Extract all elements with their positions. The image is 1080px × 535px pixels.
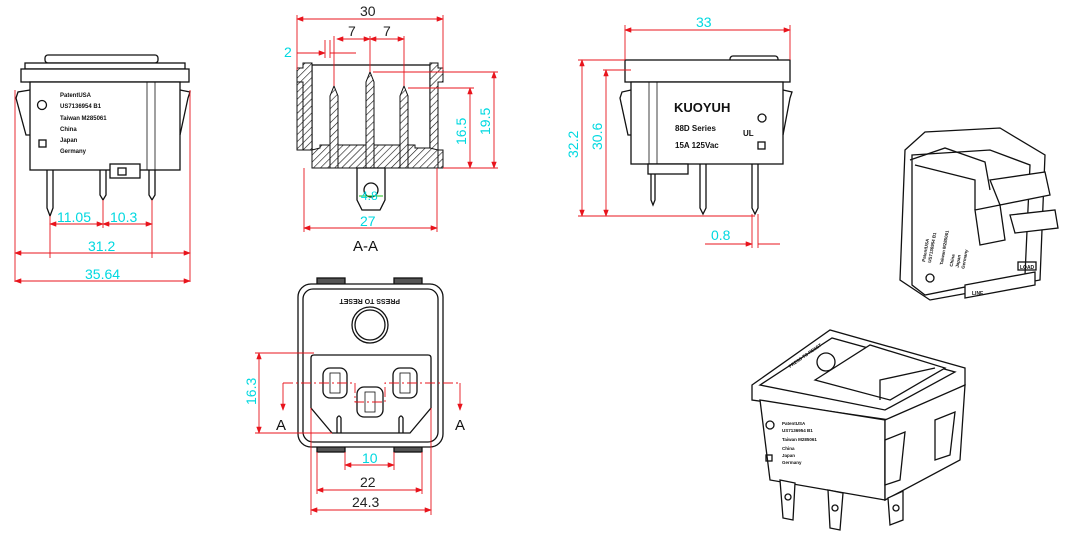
label-line: Japan	[955, 254, 962, 268]
top-flange	[24, 62, 186, 70]
iso-front-view: PRESS TO RESET PatentUSA US7136954 B1 Ta…	[751, 329, 966, 531]
label-line: Germany	[60, 149, 87, 155]
label-line: US7136954 B1	[782, 428, 813, 433]
label-line: Germany	[782, 460, 802, 465]
label-line: Japan	[782, 453, 795, 458]
label-line: China	[782, 446, 795, 451]
terminal-tab	[964, 271, 1036, 299]
side-view: KUOYUH 88D Series 15A 125Vac UL 33 32.2 …	[565, 14, 793, 248]
label-line: China	[60, 127, 77, 133]
pin	[46, 170, 54, 218]
rating-label: 15A 125Vac	[675, 141, 719, 150]
pin	[99, 170, 107, 202]
pin	[650, 174, 656, 207]
label-line: Taiwan M285061	[60, 116, 107, 122]
dim-tab-gap: 10	[362, 450, 378, 466]
line-label: LINE	[972, 291, 984, 297]
section-view: 30 7 7 2 16.5 19.5 4.8 27 A-A	[284, 3, 498, 255]
section-marker-right: A	[455, 417, 465, 434]
label-line: PatentUSA	[921, 238, 930, 263]
pin-right	[399, 84, 409, 169]
dim-tab-span: 22	[360, 474, 376, 490]
front-view: PatentUSA US7136954 B1 Taiwan M285061 Ch…	[14, 54, 191, 284]
right-latch	[179, 89, 191, 136]
dim-overall-height: 19.5	[477, 108, 493, 135]
label-line: Taiwan M285061	[939, 230, 950, 266]
ul-mark: UL	[743, 129, 754, 138]
dim-socket-height: 16.3	[243, 378, 259, 405]
dim-pin-height: 16.5	[453, 118, 469, 145]
reset-button[interactable]	[351, 306, 389, 344]
dim-pin-thickness: 0.8	[711, 227, 731, 243]
indicator-circle	[36, 99, 48, 111]
terminal-tab	[1009, 209, 1059, 234]
dim-overall-height: 32.2	[565, 131, 581, 158]
label-line: PatentUSA	[60, 93, 92, 99]
label-line: Japan	[60, 138, 78, 144]
pin	[148, 170, 156, 202]
dim-pin-spacing-left: 11.05	[57, 209, 91, 225]
top-plate	[20, 68, 190, 83]
socket-opening	[813, 344, 947, 401]
dim-body-height: 30.6	[589, 123, 605, 150]
body	[29, 81, 181, 171]
pin-center	[365, 70, 375, 176]
label-line: Germany	[960, 249, 968, 270]
indicator-circle	[757, 113, 767, 123]
reset-button-top	[44, 54, 159, 64]
dim-pin-pitch-left: 7	[348, 23, 356, 39]
socket-outline	[310, 354, 432, 434]
load-label: LOAD	[1020, 265, 1035, 271]
left-latch	[15, 89, 31, 136]
reset-label: PRESS TO RESET	[339, 297, 400, 304]
indicator-square	[757, 141, 766, 150]
dim-pin-pitch-right: 7	[383, 23, 391, 39]
dim-wall: 2	[284, 44, 292, 60]
dim-socket-width: 24.3	[352, 494, 379, 510]
dim-overall-width: 33	[696, 14, 712, 30]
terminal-pin	[887, 489, 904, 526]
pin-left	[329, 84, 339, 169]
pin	[699, 164, 707, 216]
face-outer	[297, 283, 444, 448]
label-line: PatentUSA	[782, 421, 806, 426]
dim-overall-width: 30	[360, 3, 376, 19]
label-line: Taiwan M285061	[782, 437, 817, 442]
series-label: 88D Series	[675, 124, 716, 133]
dim-tab-width: 4.8	[361, 189, 378, 203]
right-latch	[782, 89, 793, 136]
bottom-view: PRESS TO RESET A A 16.3 10 22 24.3	[243, 277, 465, 515]
dim-pin-span: 31.2	[88, 238, 115, 254]
left-latch	[619, 89, 632, 136]
label-line: US7136954 B1	[927, 232, 937, 264]
body	[630, 81, 784, 165]
pin	[751, 164, 759, 216]
dim-body-width: 27	[360, 213, 376, 229]
label-line: US7136954 B1	[60, 104, 102, 110]
section-marker-left: A	[276, 417, 286, 434]
terminal-tab	[989, 171, 1051, 206]
indicator-square	[38, 139, 47, 148]
section-title: A-A	[353, 238, 378, 255]
brand-label: KUOYUH	[674, 100, 730, 115]
reset-button	[816, 352, 836, 372]
top-plate	[624, 59, 791, 83]
terminal-pin	[827, 489, 844, 531]
iso-back-view: LOAD LINE PatentUSA US7136954 B1 Taiwan …	[899, 127, 1059, 301]
dim-pin-spacing-right: 10.3	[110, 209, 137, 225]
tab-terminal	[356, 167, 386, 211]
iso-back-label-block: PatentUSA US7136954 B1 Taiwan M285061 Ch…	[921, 230, 969, 270]
dim-overall-width: 35.64	[85, 266, 120, 282]
label-line: China	[949, 253, 956, 267]
